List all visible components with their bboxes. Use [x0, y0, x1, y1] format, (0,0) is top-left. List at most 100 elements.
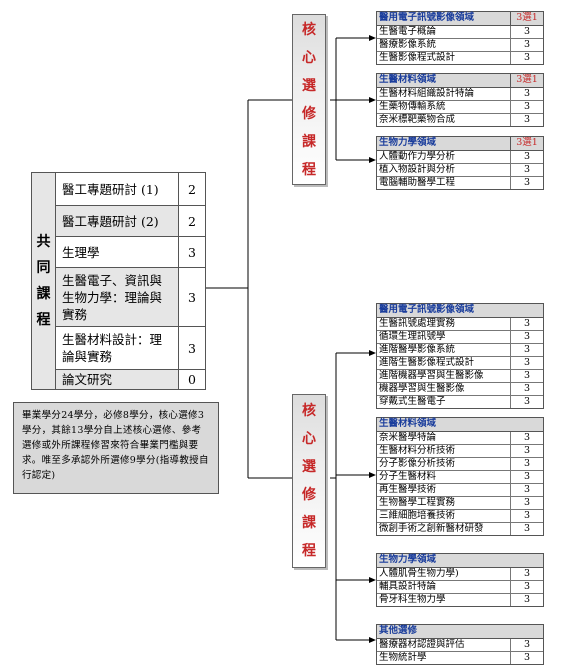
selection-rule: 3選1 [510, 137, 543, 150]
course-credits: 3 [510, 357, 543, 369]
course-name: 三維細胞培養技術 [379, 510, 456, 521]
course-credits: 3 [510, 396, 543, 408]
core-electives-label: 核 心 選 修 課 程 [292, 14, 326, 185]
course-credits: 3 [510, 39, 543, 51]
course-name: 機器學習與生醫影像 [379, 383, 465, 394]
common-course-row: 生醫電子、資訊與生物力學：理論與實務 3 [56, 268, 205, 327]
course-name: 人體肌骨生物力學) [379, 568, 459, 579]
course-credits: 3 [510, 26, 543, 38]
domain-header: 其他選修 [377, 625, 543, 639]
course-name: 進階生醫影像程式設計 [379, 357, 475, 368]
course-name: 電腦輔助醫學工程 [379, 177, 456, 188]
label-char: 課 [302, 515, 316, 531]
domain-title: 其他選修 [379, 625, 418, 636]
course-credits: 3 [510, 581, 543, 593]
label-char: 心 [302, 431, 316, 447]
course-credits: 0 [188, 372, 196, 387]
course-credits: 3 [510, 177, 543, 189]
domain-title: 生醫材料領域 [379, 418, 437, 429]
course-row: 循環生理訊號學 3 [377, 331, 543, 344]
course-credits: 3 [510, 497, 543, 509]
common-course-row: 生理學 3 [56, 237, 205, 268]
label-char: 選 [302, 77, 316, 94]
course-name: 植入物設計與分析 [379, 164, 456, 175]
domain-title: 醫用電子訊號影像領域 [379, 304, 475, 315]
label-char: 課 [302, 133, 316, 150]
common-course-row: 醫工專題研討 (2) 2 [56, 206, 205, 237]
label-char: 修 [302, 487, 316, 503]
course-credits: 3 [510, 652, 543, 664]
course-name: 生理學 [56, 237, 179, 267]
label-char: 程 [302, 161, 316, 178]
label-char: 核 [302, 403, 316, 419]
label-char: 心 [302, 49, 316, 66]
course-name: 醫工專題研討 (1) [56, 173, 179, 205]
course-credits: 3 [510, 318, 543, 330]
common-courses-category: 共 同 課 程 [32, 173, 56, 389]
course-name: 生醫材料分析技術 [379, 445, 456, 456]
course-name: 醫療影像系統 [379, 39, 437, 50]
course-name: 論文研究 [56, 370, 179, 389]
course-name: 分子生醫材料 [379, 471, 437, 482]
course-row: 植入物設計與分析 3 [377, 164, 543, 177]
course-name: 骨牙科生物力學 [379, 594, 446, 605]
course-name: 奈米標靶藥物合成 [379, 114, 456, 125]
course-credits: 3 [510, 344, 543, 356]
selection-rule: 3選1 [510, 74, 543, 87]
course-row: 電腦輔助醫學工程 3 [377, 177, 543, 189]
common-course-row: 醫工專題研討 (1) 2 [56, 173, 205, 206]
label-char: 核 [302, 21, 316, 38]
course-credits: 3 [510, 484, 543, 496]
course-credits: 3 [510, 331, 543, 343]
course-name: 生醫訊號處理實務 [379, 318, 456, 329]
category-char: 共 [36, 234, 51, 250]
course-row: 生藥物傳輸系統 3 [377, 101, 543, 114]
course-name: 循環生理訊號學 [379, 331, 446, 342]
domain-title: 生物力學領域 [379, 137, 437, 148]
course-credits: 3 [188, 289, 196, 305]
course-credits: 3 [510, 370, 543, 382]
course-row: 進階生醫影像程式設計 3 [377, 357, 543, 370]
course-credits: 3 [510, 52, 543, 64]
label-char: 修 [302, 105, 316, 122]
label-char: 選 [302, 459, 316, 475]
course-name: 進階醫學影像系統 [379, 344, 456, 355]
course-credits: 3 [510, 164, 543, 176]
common-course-row: 論文研究 0 [56, 370, 205, 389]
course-name: 輔具設計特論 [379, 581, 437, 592]
course-name: 生醫材料組織設計特論 [379, 88, 475, 99]
course-credits: 3 [510, 151, 543, 163]
course-row: 進階醫學影像系統 3 [377, 344, 543, 357]
selection-rule: 3選1 [510, 12, 543, 25]
course-row: 輔具設計特論 3 [377, 581, 543, 594]
graduation-note: 畢業學分24學分，必修8學分，核心選修3學分，其餘13學分自上述核心選修、參考選… [13, 402, 219, 494]
course-name: 生藥物傳輸系統 [379, 101, 446, 112]
course-credits: 3 [188, 340, 196, 356]
domain-title: 生醫材料領域 [379, 74, 437, 85]
course-credits: 3 [510, 568, 543, 580]
course-name: 奈米醫學特論 [379, 432, 437, 443]
course-credits: 3 [510, 101, 543, 113]
domain-header: 生醫材料領域 [377, 418, 543, 432]
course-credits: 3 [188, 244, 196, 260]
